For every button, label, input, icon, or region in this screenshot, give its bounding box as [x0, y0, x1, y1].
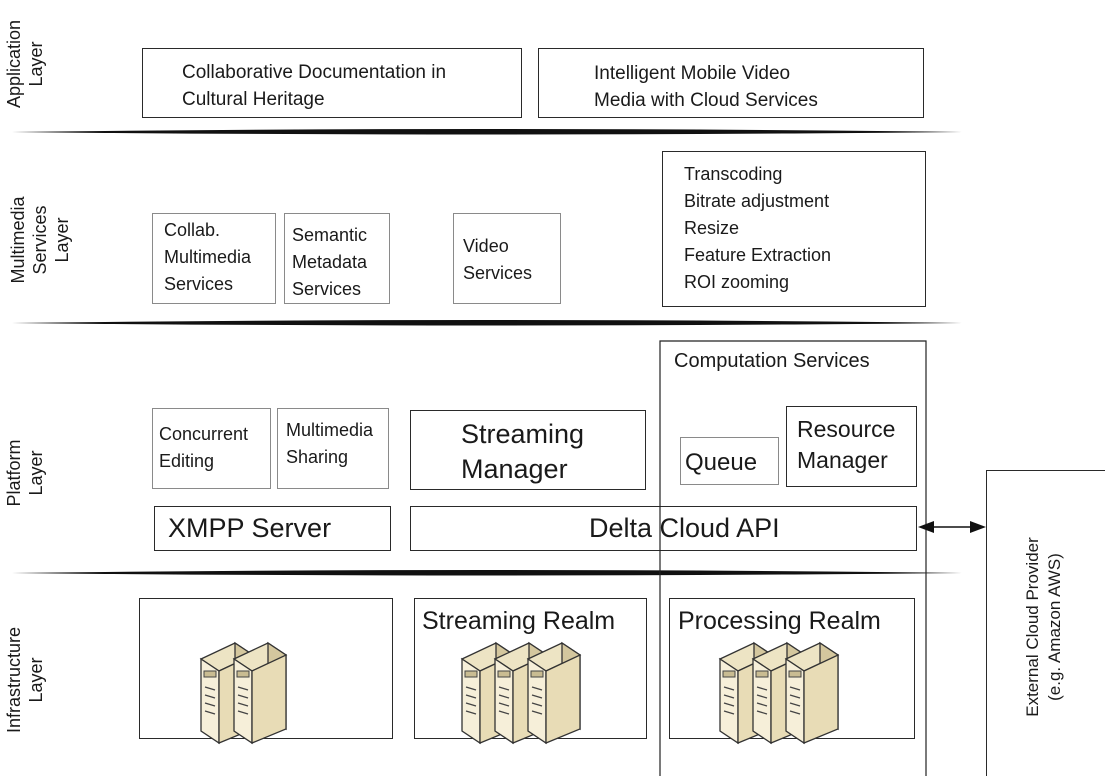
divider-platform — [12, 570, 962, 576]
divider-application — [12, 129, 962, 135]
collab-multimedia-services-box — [152, 213, 276, 304]
computation-services-title: Computation Services — [674, 350, 870, 372]
multimedia-sharing-label: Multimedia Sharing — [286, 420, 374, 467]
server-icon — [233, 642, 287, 744]
bitrate-adjustment-item: Bitrate adjustment — [684, 191, 830, 211]
streaming-manager-box — [410, 410, 646, 490]
collaborative-documentation-box — [142, 48, 522, 118]
processing-realm-label: Processing Realm — [678, 607, 881, 635]
queue-label: Queue — [685, 449, 758, 476]
xmpp-server-box — [154, 506, 391, 551]
concurrent-editing-box — [152, 408, 271, 489]
server-icon-group-1 — [200, 642, 287, 744]
transcoding-item: Transcoding — [684, 164, 783, 184]
roi-zooming-item: ROI zooming — [684, 272, 790, 292]
server-icon — [785, 642, 839, 744]
queue-box — [680, 437, 779, 485]
video-services-box — [453, 213, 561, 304]
server-icon-group-2 — [461, 642, 581, 744]
delta-cloud-api-label: Delta Cloud API — [589, 513, 780, 543]
feature-extraction-item: Feature Extraction — [684, 245, 832, 265]
video-processing-functions-box — [662, 151, 926, 307]
collaborative-documentation-label: Collaborative Documentation in Cultural … — [182, 62, 447, 110]
multimedia-sharing-box — [277, 408, 389, 489]
intelligent-mobile-video-box — [538, 48, 924, 118]
external-cloud-provider-box — [986, 470, 1105, 776]
xmpp-server-label: XMPP Server — [168, 513, 332, 543]
intelligent-mobile-video-label: Intelligent Mobile Video Media with Clou… — [594, 63, 818, 111]
streaming-manager-label: Streaming Manager — [461, 419, 585, 484]
semantic-metadata-services-box — [284, 213, 390, 304]
video-services-label: Video Services — [463, 236, 533, 283]
concurrent-editing-label: Concurrent Editing — [159, 424, 249, 471]
delta-cloud-api-box — [410, 506, 917, 551]
server-icon — [527, 642, 581, 744]
resource-manager-box — [786, 406, 917, 487]
resize-item: Resize — [684, 218, 740, 238]
server-icon-group-3 — [719, 642, 839, 744]
divider-multimedia — [12, 320, 962, 326]
collab-multimedia-services-label: Collab. Multimedia Services — [164, 220, 252, 294]
video-processing-functions-list: Transcoding Bitrate adjustment Resize Fe… — [684, 161, 831, 296]
semantic-metadata-services-label: Semantic Metadata Services — [292, 225, 368, 299]
streaming-realm-label: Streaming Realm — [422, 607, 616, 635]
resource-manager-label: Resource Manager — [797, 416, 896, 473]
